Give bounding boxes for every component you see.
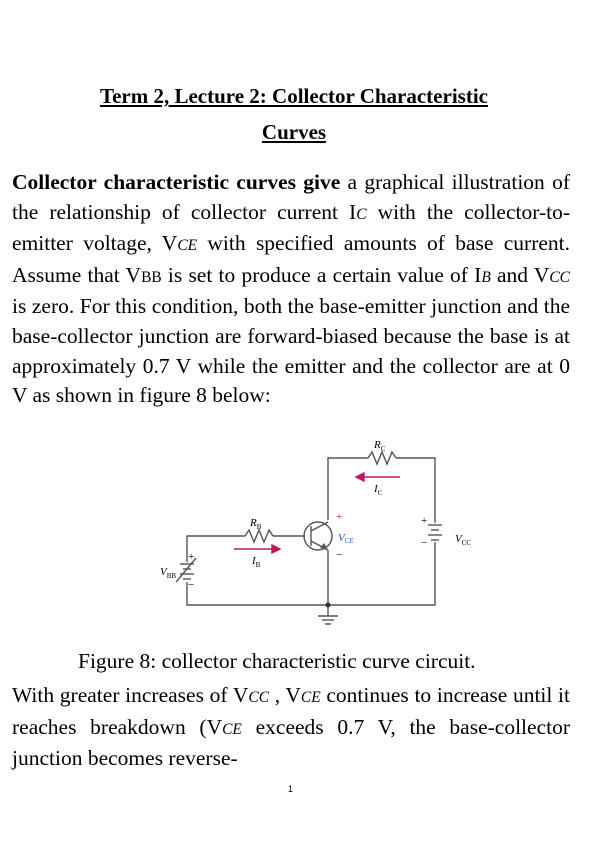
text-run: is set to produce a certain value of I (161, 262, 482, 287)
vcc-minus-sign: − (421, 537, 427, 549)
figure-caption: Figure 8: collector characteristic curve… (78, 649, 476, 673)
vcc-label: VCC (455, 533, 471, 547)
vbb-label: VBB (160, 566, 176, 580)
text-run: continues to increase until it reaches b… (12, 683, 571, 739)
rb-label: RB (249, 517, 262, 531)
vcc-plus-sign: + (421, 515, 427, 527)
ib-label: IB (251, 555, 261, 569)
text-run: a graphical illustration of the relation… (12, 170, 570, 224)
vbb-plus-sign: + (188, 551, 194, 563)
text-run: with specified amounts of base current. … (12, 231, 571, 287)
subscript: CE (300, 689, 321, 706)
rc-label: RC (373, 440, 386, 453)
text-run: exceeds 0.7 V, the base-collector juncti… (12, 714, 570, 771)
circuit-diagram: RC IC RB IB VCE VCC VBB + − + − + − (160, 440, 471, 625)
subscript: CC (248, 689, 270, 706)
subscript: CC (549, 268, 570, 286)
ic-label: IC (373, 483, 383, 497)
text-run: , V (269, 683, 301, 707)
page-title-line-2: Curves (261, 120, 327, 144)
text-run: and V (490, 262, 550, 287)
vbb-minus-sign: − (188, 579, 194, 591)
paragraph-intro: Collector characteristic curves give a g… (12, 168, 570, 411)
text-run: is zero. For this condition, both the ba… (12, 294, 570, 408)
bold-lead: Collector characteristic curves give (12, 170, 341, 194)
page-title-line-1: Term 2, Lecture 2: Collector Characteris… (100, 84, 488, 108)
vce-plus-sign: + (336, 511, 342, 523)
text-run: with the collector-to-emitter voltage, V (12, 199, 570, 256)
subscript: CE (177, 237, 198, 255)
subscript: B (481, 268, 491, 286)
vce-label: VCE (338, 532, 354, 545)
paragraph-continuation: With greater increases of VCC , VCE cont… (12, 681, 570, 774)
page-number: 1 (288, 784, 294, 794)
vce-minus-sign: − (336, 549, 342, 561)
subscript: C (356, 205, 367, 223)
subscript: BB (141, 268, 162, 286)
subscript: CE (222, 720, 242, 738)
text-run: With greater increases of V (12, 683, 249, 707)
